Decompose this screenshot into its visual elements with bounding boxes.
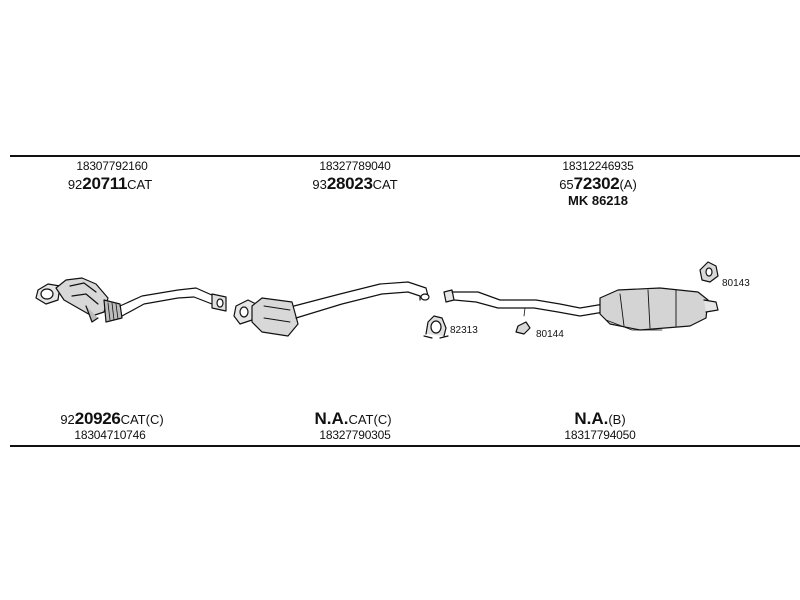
section-1-bottom-code: 9220926CAT(C) [60, 410, 163, 427]
section-2-bottom-oem: 18327790305 [319, 428, 391, 442]
section-2-top-bold: 28023 [326, 174, 373, 193]
section-3-top-oem: 18312246935 [562, 159, 634, 173]
section-1-bottom-suffix: CAT(C) [120, 412, 164, 427]
section-1-top-bold: 20711 [82, 174, 128, 193]
section-3-bottom-code: N.A.(B) [574, 410, 625, 427]
section-3-top-code: 6572302(A) [559, 175, 637, 192]
section-2-top-oem: 18327789040 [319, 159, 391, 173]
section-1-bottom-prefix: 92 [60, 412, 75, 427]
section-1-bottom-oem: 18304710746 [74, 428, 146, 442]
rear-silencer [443, 287, 719, 331]
section-1-top-suffix: CAT [127, 177, 153, 192]
hanger-part-number: 80143 [722, 278, 750, 289]
section-3-bottom-suffix: (B) [608, 412, 626, 427]
section-3-bottom-bold: N.A. [574, 409, 609, 428]
section-2-top-prefix: 93 [312, 177, 327, 192]
section-2-bottom-bold: N.A. [314, 409, 349, 428]
section-3-top-prefix: 65 [559, 177, 574, 192]
section-1-top-oem: 18307792160 [76, 159, 148, 173]
section-3-bottom-oem: 18317794050 [564, 428, 636, 442]
intermediate-pipe-catalyst [233, 281, 430, 337]
section-2-top-code: 9328023CAT [312, 175, 397, 192]
section-2-bottom-suffix: CAT(C) [348, 412, 392, 427]
bracket-80144 [515, 307, 531, 335]
section-1-top-prefix: 92 [67, 177, 83, 192]
section-2-top-suffix: CAT [372, 177, 398, 192]
clamp-82313 [423, 315, 449, 339]
bracket-part-number: 80144 [536, 329, 564, 340]
section-3-top-bold: 72302 [573, 174, 620, 193]
hanger-80143 [699, 261, 719, 283]
top-divider [10, 155, 800, 157]
section-3-top-suffix: (A) [619, 177, 637, 192]
front-pipe-catalyst [35, 277, 227, 323]
section-3-mk-kit: MK 86218 [568, 193, 628, 208]
bottom-divider [10, 445, 800, 447]
section-2-bottom-code: N.A.CAT(C) [314, 410, 391, 427]
clamp-part-number: 82313 [450, 325, 478, 336]
section-1-top-code: 9220711CAT [68, 175, 152, 192]
section-1-bottom-bold: 20926 [74, 409, 121, 428]
